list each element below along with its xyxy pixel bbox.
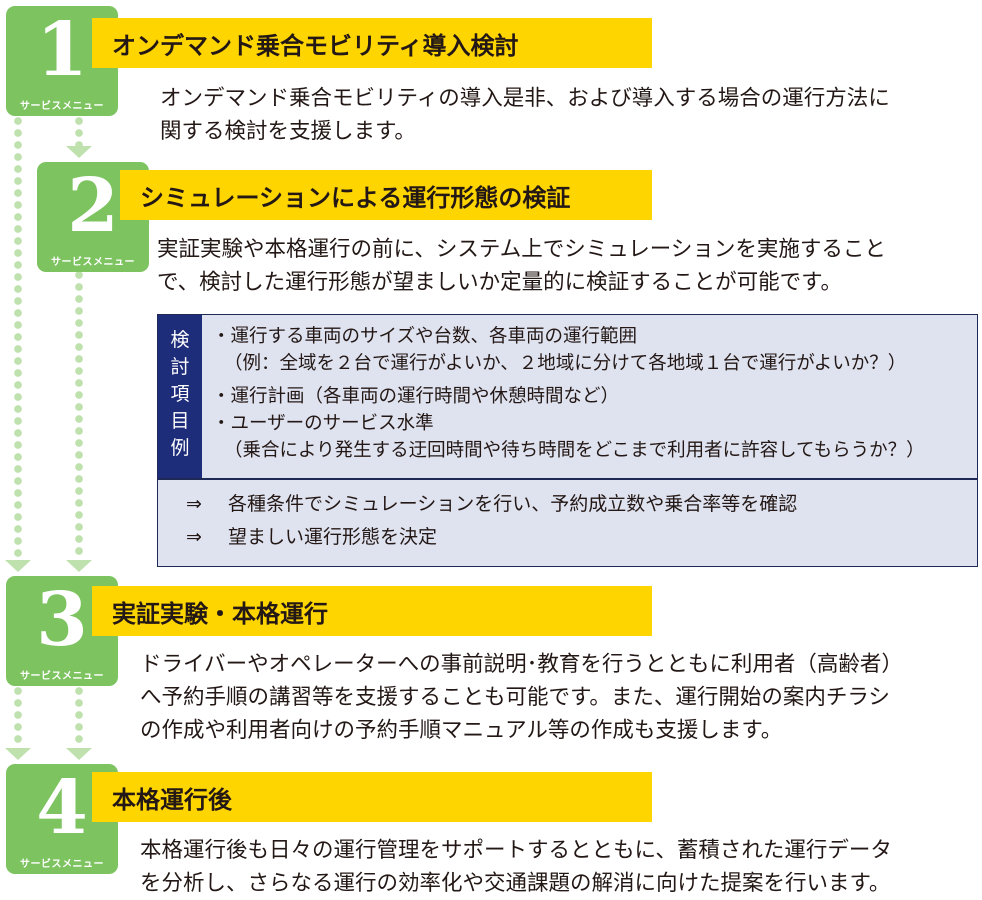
panel-item: ・ユーザーのサービス水準 <box>212 413 434 434</box>
badge-label: サービスメニュー <box>20 671 104 682</box>
conclusion-line: ⇒ 望ましい運行形態を決定 <box>186 521 977 554</box>
step-number: 1 <box>36 7 88 93</box>
description-line: ドライバーやオペレーターへの事前説明･教育を行うとともに利用者（高齢者） <box>140 652 903 677</box>
connector-dots <box>74 686 84 746</box>
step-2-description: 実証実験や本格運行の前に、システム上でシミュレーションを実施すること で、検討し… <box>157 233 886 299</box>
step-number: 4 <box>36 765 88 851</box>
step-4-title: 本格運行後 <box>92 772 652 822</box>
conclusion-text: 望ましい運行形態を決定 <box>228 526 438 548</box>
side-label-char: 目 <box>170 410 190 432</box>
description-line: 本格運行後も日々の運行管理をサポートするとともに、蓄積された運行データ <box>140 838 892 863</box>
connector-dots <box>13 686 23 746</box>
step-number: 3 <box>36 577 88 663</box>
connector-dots <box>13 116 23 558</box>
panel-conclusions: ⇒ 各種条件でシミュレーションを行い、予約成立数や乗合率等を確認 ⇒ 望ましい運行形… <box>158 480 977 566</box>
connector-arrowhead <box>66 146 92 158</box>
badge-label: サービスメニュー <box>20 101 104 112</box>
connector-arrowhead <box>5 748 31 760</box>
description-line: へ予約手順の講習等を支援することも可能です。また、運行開始の案内チラシ <box>140 685 890 710</box>
side-label-char: 討 <box>170 356 190 378</box>
right-arrow-icon: ⇒ <box>186 493 202 515</box>
step-1-description: オンデマンド乗合モビリティの導入是非、および導入する場合の運行方法に 関する検討… <box>160 82 890 148</box>
description-line: で、検討した運行形態が望ましいか定量的に検証することが可能です。 <box>157 270 842 295</box>
side-label-char: 項 <box>170 383 190 405</box>
connector-dots <box>74 270 84 558</box>
conclusion-text: 各種条件でシミュレーションを行い、予約成立数や乗合率等を確認 <box>228 493 798 515</box>
considerations-panel: 検 討 項 目 例 ・運行する車両のサイズや台数、各車両の運行範囲 （例：全域を… <box>157 314 978 567</box>
badge-label: サービスメニュー <box>51 257 135 268</box>
side-label-char: 例 <box>170 437 190 459</box>
description-line: を分析し、さらなる運行の効率化や交通課題の解消に向けた提案を行います。 <box>140 871 891 896</box>
step-1-title: オンデマンド乗合モビリティ導入検討 <box>92 18 652 68</box>
description-line: オンデマンド乗合モビリティの導入是非、および導入する場合の運行方法に <box>160 86 890 111</box>
panel-items: ・運行する車両のサイズや台数、各車両の運行範囲 （例：全域を２台で運行がよいか、… <box>212 323 971 464</box>
connector-arrowhead <box>5 560 31 572</box>
description-line: の作成や利用者向けの予約手順マニュアル等の作成も支援します。 <box>140 718 783 743</box>
step-4-description: 本格運行後も日々の運行管理をサポートするとともに、蓄積された運行データ を分析し… <box>140 834 892 900</box>
connector-arrowhead <box>66 560 92 572</box>
conclusion-line: ⇒ 各種条件でシミュレーションを行い、予約成立数や乗合率等を確認 <box>186 488 977 521</box>
step-number: 2 <box>67 163 119 249</box>
panel-side-label: 検 討 項 目 例 <box>158 315 202 478</box>
connector-arrowhead <box>66 748 92 760</box>
connector-dots <box>74 116 84 146</box>
panel-item-note: （例：全域を２台で運行がよいか、２地域に分けて各地域１台で運行がよいか？） <box>224 353 907 374</box>
side-label-char: 検 <box>170 329 190 351</box>
step-3-description: ドライバーやオペレーターへの事前説明･教育を行うとともに利用者（高齢者） へ予約… <box>140 648 903 747</box>
description-line: 関する検討を支援します。 <box>160 119 416 144</box>
panel-items-section: 検 討 項 目 例 ・運行する車両のサイズや台数、各車両の運行範囲 （例：全域を… <box>158 315 977 478</box>
step-2-title: シミュレーションによる運行形態の検証 <box>120 170 652 220</box>
badge-label: サービスメニュー <box>20 859 104 870</box>
panel-item: ・運行計画（各車両の運行時間や休憩時間など） <box>212 386 620 407</box>
step-3-title: 実証実験・本格運行 <box>92 586 652 636</box>
panel-item-note: （乗合により発生する迂回時間や待ち時間をどこまで利用者に許容してもらうか？） <box>224 440 925 461</box>
panel-divider <box>158 478 977 480</box>
panel-item: ・運行する車両のサイズや台数、各車両の運行範囲 <box>212 326 637 347</box>
right-arrow-icon: ⇒ <box>186 526 202 548</box>
description-line: 実証実験や本格運行の前に、システム上でシミュレーションを実施すること <box>157 237 886 262</box>
